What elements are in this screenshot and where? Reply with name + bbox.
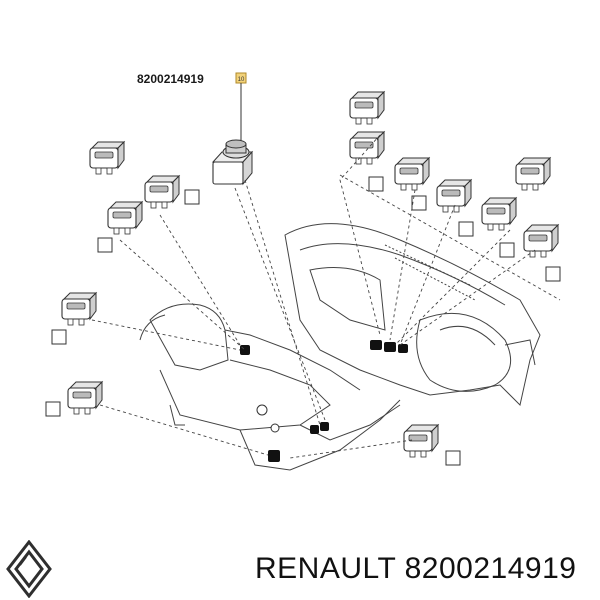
icon-box-8	[499, 242, 515, 258]
switch-right-far-bottom	[523, 224, 559, 258]
icon-box-9	[545, 266, 561, 282]
switch-right-far-top	[515, 157, 551, 191]
switch-right-window	[403, 424, 439, 458]
icon-box-2	[184, 189, 200, 205]
switch-right-top	[349, 91, 385, 125]
part-number-label: 8200214919	[137, 72, 204, 86]
callout-marker-text: 10	[238, 77, 245, 83]
rotary-switch-part	[211, 139, 254, 186]
switch-right-fourth	[481, 197, 517, 231]
leader-lines	[91, 134, 561, 459]
switch-left-top	[89, 141, 125, 175]
switch-left-window	[67, 381, 103, 415]
icon-box-1	[97, 237, 113, 253]
icon-box-3	[51, 329, 67, 345]
brand-part-number: RENAULT 8200214919	[255, 552, 577, 585]
switch-left-mid-b	[107, 201, 143, 235]
dashboard-outline	[284, 223, 541, 406]
switch-right-third	[394, 157, 430, 191]
installed-switches	[240, 340, 408, 462]
switch-left-mid-a	[144, 175, 180, 209]
renault-logo	[6, 540, 52, 598]
icon-box-5	[368, 176, 384, 192]
switch-left-seat	[61, 292, 97, 326]
callout-marker: 10	[235, 72, 247, 145]
icon-box-4	[45, 401, 61, 417]
icon-box-7	[458, 221, 474, 237]
seat-console-outline	[139, 303, 401, 471]
icon-box-10	[445, 450, 461, 466]
